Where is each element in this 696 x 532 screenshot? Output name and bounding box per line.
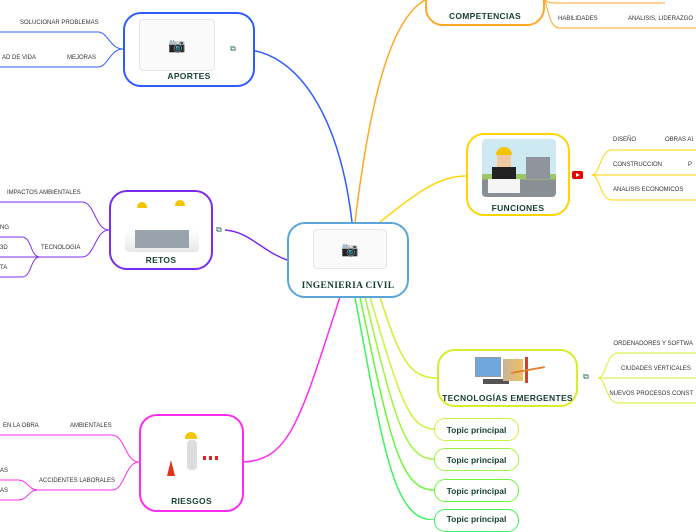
youtube-icon[interactable]: [572, 171, 583, 179]
topic-label: RIESGOS: [171, 496, 212, 506]
subtopic[interactable]: CIUDADES VERTICALES: [621, 366, 691, 372]
engineer-house-image: [482, 139, 556, 197]
central-topic-label: INGENIERIA CIVIL: [301, 281, 395, 291]
topic-label: COMPETENCIAS: [448, 11, 522, 21]
subtopic[interactable]: ACCIDENTES LABORALES: [39, 478, 116, 484]
subtopic[interactable]: 3D: [0, 245, 8, 251]
topic-funciones[interactable]: FUNCIONES: [466, 133, 570, 216]
subtopic[interactable]: EN LA OBRA: [3, 423, 39, 429]
subtopic[interactable]: DISEÑO: [613, 137, 637, 143]
subtopic[interactable]: TECNOLOGIA: [41, 245, 81, 251]
topic-tecnologias-emergentes[interactable]: TECNOLOGÍAS EMERGENTES: [437, 349, 578, 407]
subtopic[interactable]: MEJORAS: [67, 55, 97, 61]
subtopic[interactable]: HABILIDADES: [558, 16, 598, 22]
worker-barrier-image: [163, 430, 223, 482]
topic-competencias[interactable]: COMPETENCIAS: [425, 0, 545, 26]
subtopic[interactable]: P: [688, 162, 693, 168]
subtopic[interactable]: CONSTRUCCION: [613, 162, 662, 168]
subtopic[interactable]: ORDENADORES Y SOFTWA: [613, 341, 693, 347]
subtopic[interactable]: AS: [0, 488, 9, 494]
external-link-icon[interactable]: ⧉: [216, 225, 222, 234]
central-topic-ingenieria-civil[interactable]: 📷 INGENIERIA CIVIL: [287, 222, 409, 298]
topic-aportes[interactable]: 📷 APORTES: [123, 12, 255, 87]
connection-lines: [0, 0, 696, 520]
topic-retos[interactable]: RETOS: [109, 190, 213, 270]
subtopic[interactable]: ANALISIS, LIDERAZGO: [627, 16, 693, 22]
external-link-icon[interactable]: ⧉: [583, 372, 589, 381]
tech-city-image: [473, 355, 547, 387]
subtopic[interactable]: TA: [0, 265, 8, 271]
topic-principal[interactable]: Topic principal: [434, 418, 519, 441]
camera-icon: 📷: [341, 240, 359, 257]
topic-label: RETOS: [145, 255, 177, 265]
camera-icon: 📷: [168, 36, 186, 53]
topic-label: TECNOLOGÍAS EMERGENTES: [442, 393, 573, 403]
subtopic[interactable]: NUEVOS PROCESOS CONST: [609, 391, 693, 397]
workers-meeting-image: [125, 196, 199, 252]
image-placeholder: 📷: [139, 19, 215, 71]
subtopic[interactable]: ANALISIS ECONOMICOS: [613, 187, 684, 193]
subtopic[interactable]: OBRAS AI: [664, 137, 693, 143]
topic-riesgos[interactable]: RIESGOS: [139, 414, 244, 512]
topic-label: FUNCIONES: [491, 203, 545, 213]
topic-label: APORTES: [167, 71, 211, 81]
external-link-icon[interactable]: ⧉: [230, 44, 236, 53]
subtopic[interactable]: AD DE VIDA: [2, 55, 37, 61]
subtopic[interactable]: AS: [0, 468, 9, 474]
subtopic[interactable]: NG: [0, 225, 9, 231]
topic-principal[interactable]: Topic principal: [434, 479, 519, 502]
subtopic[interactable]: AMBIENTALES: [70, 423, 112, 429]
image-placeholder: 📷: [313, 229, 387, 269]
subtopic[interactable]: IMPACTOS AMBIENTALES: [7, 190, 81, 196]
topic-principal[interactable]: Topic principal: [434, 509, 519, 532]
subtopic[interactable]: SOLUCIONAR PROBLEMAS: [20, 20, 99, 26]
topic-principal[interactable]: Topic principal: [434, 448, 519, 471]
